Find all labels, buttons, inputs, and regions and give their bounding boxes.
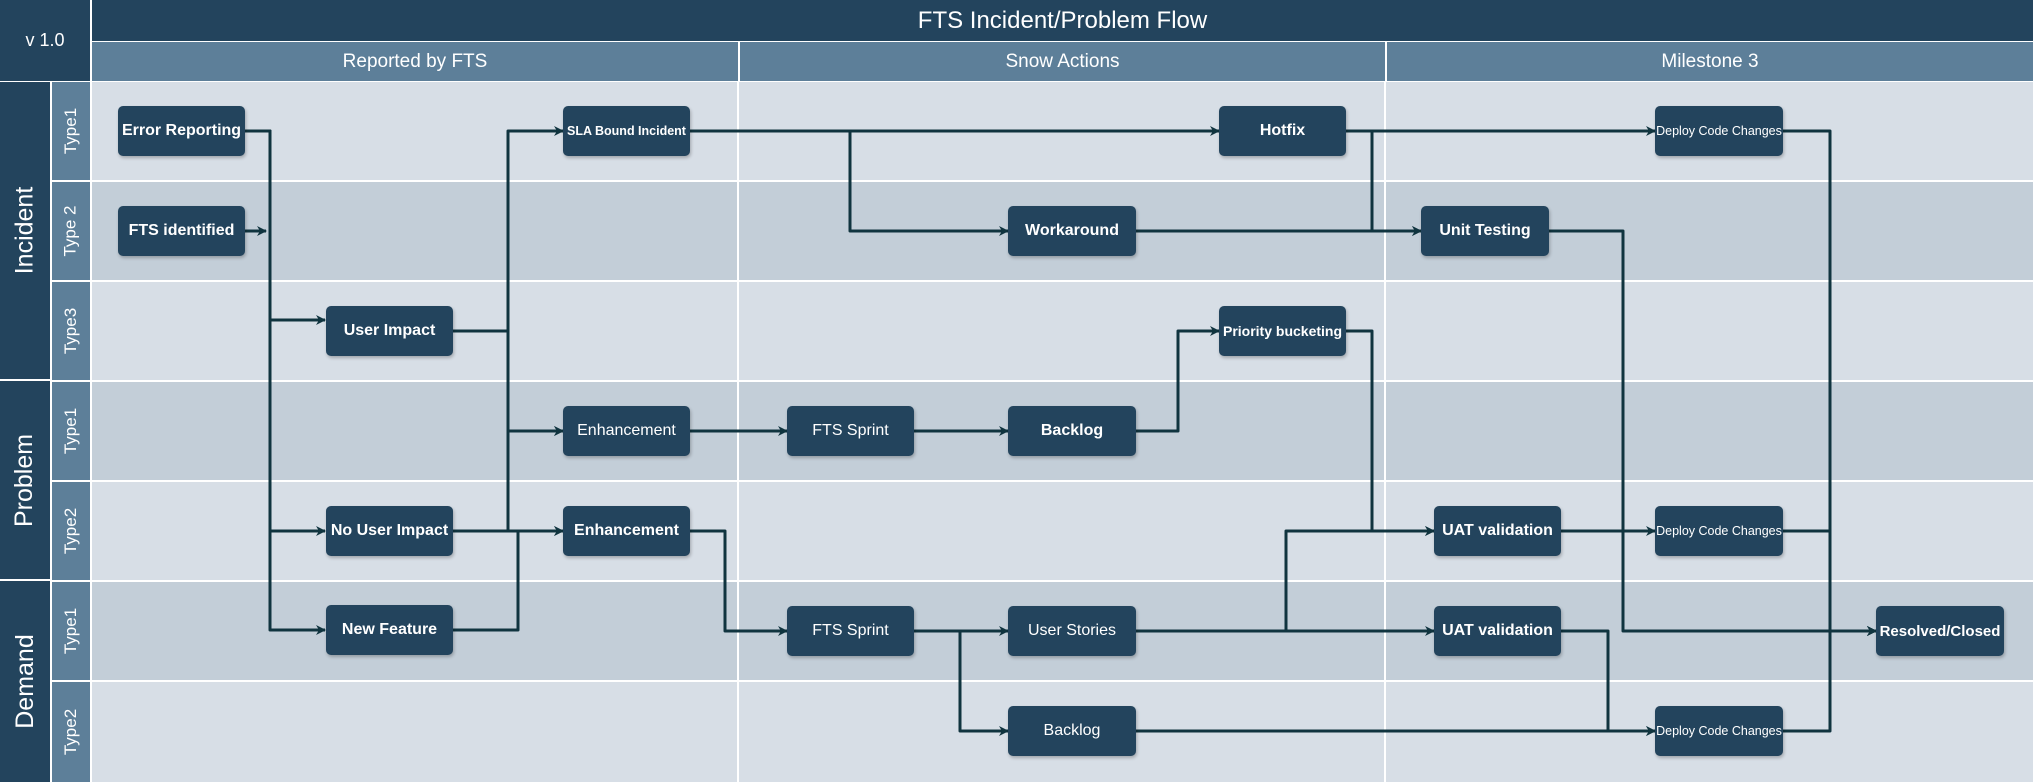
column-divider — [737, 82, 739, 782]
column-header-reported-by-fts: Reported by FTS — [92, 42, 738, 81]
row-label-demand-type1: Type1 — [52, 582, 90, 682]
node-backlog-demand[interactable]: Backlog — [1008, 706, 1136, 756]
row-label-demand-type2: Type2 — [52, 682, 90, 782]
node-uat-validation-problem[interactable]: UAT validation — [1434, 506, 1561, 556]
node-deploy-code-changes-incident[interactable]: Deploy Code Changes — [1655, 106, 1783, 156]
row-label-incident-type2: Type 2 — [52, 182, 90, 282]
node-deploy-code-changes-demand[interactable]: Deploy Code Changes — [1655, 706, 1783, 756]
group-label-demand: Demand — [0, 581, 50, 782]
node-unit-testing[interactable]: Unit Testing — [1421, 206, 1549, 256]
node-new-feature[interactable]: New Feature — [326, 605, 453, 655]
group-label-problem: Problem — [0, 381, 50, 581]
node-no-user-impact[interactable]: No User Impact — [326, 506, 453, 556]
node-enhancement-problem-type1[interactable]: Enhancement — [563, 406, 690, 456]
row-label-problem-type1: Type1 — [52, 382, 90, 482]
node-user-stories[interactable]: User Stories — [1008, 606, 1136, 656]
node-error-reporting[interactable]: Error Reporting — [118, 106, 245, 156]
diagram-title: FTS Incident/Problem Flow — [92, 0, 2033, 41]
node-workaround[interactable]: Workaround — [1008, 206, 1136, 256]
node-enhancement-problem-type2[interactable]: Enhancement — [563, 506, 690, 556]
row-label-incident-type1: Type1 — [52, 82, 90, 182]
node-fts-sprint-problem[interactable]: FTS Sprint — [787, 406, 914, 456]
node-resolved-closed[interactable]: Resolved/Closed — [1876, 606, 2004, 656]
node-priority-bucketing[interactable]: Priority bucketing — [1219, 306, 1346, 356]
node-user-impact[interactable]: User Impact — [326, 306, 453, 356]
node-fts-sprint-demand[interactable]: FTS Sprint — [787, 606, 914, 656]
node-deploy-code-changes-problem[interactable]: Deploy Code Changes — [1655, 506, 1783, 556]
node-hotfix[interactable]: Hotfix — [1219, 106, 1346, 156]
node-backlog-problem[interactable]: Backlog — [1008, 406, 1136, 456]
node-uat-validation-demand[interactable]: UAT validation — [1434, 606, 1561, 656]
node-sla-bound-incident[interactable]: SLA Bound Incident — [563, 106, 690, 156]
column-divider — [1384, 82, 1386, 782]
row-label-incident-type3: Type3 — [52, 282, 90, 382]
node-fts-identified[interactable]: FTS identified — [118, 206, 245, 256]
row-label-problem-type2: Type2 — [52, 482, 90, 582]
group-label-incident: Incident — [0, 82, 50, 381]
column-header-snow-actions: Snow Actions — [738, 42, 1385, 81]
column-header-milestone-3: Milestone 3 — [1385, 42, 2033, 81]
version-label: v 1.0 — [0, 0, 90, 81]
